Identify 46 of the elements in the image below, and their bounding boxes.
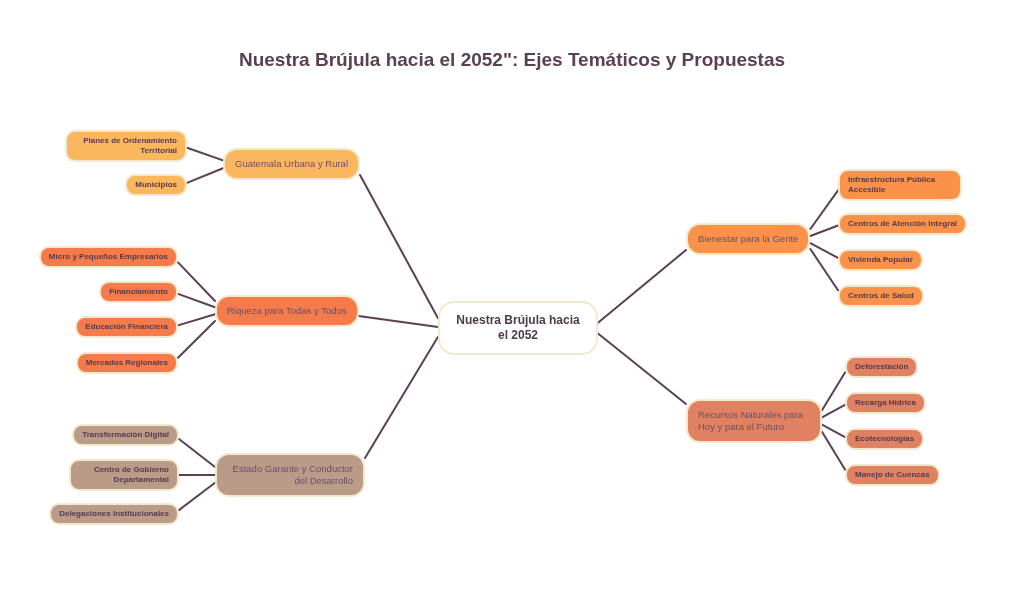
central-topic-node: Nuestra Brújula hacia el 2052 [438, 301, 598, 355]
proposal-node: Deforestación [845, 356, 919, 378]
connector-line [821, 423, 846, 439]
connector-line [359, 174, 439, 320]
connector-line [809, 248, 839, 292]
theme-node: Recursos Naturales para Hoy y para el Futuro [686, 399, 822, 443]
proposal-node: Mercados Regionales [75, 352, 178, 374]
theme-node: Bienestar para la Gente [686, 223, 811, 255]
proposal-node: Centro de Gobierno Departamental [69, 459, 179, 491]
connector-line [177, 320, 216, 359]
theme-node: Guatemala Urbana y Rural [223, 148, 360, 180]
connector-line [177, 313, 216, 327]
connector-line [186, 167, 224, 184]
theme-node: Riqueza para Todas y Todos [215, 295, 359, 327]
proposal-node: Transformación Digital [72, 424, 179, 446]
connector-line [597, 249, 687, 324]
proposal-node: Financiamiento [99, 281, 178, 303]
proposal-node: Manejo de Cuencas [845, 464, 940, 486]
connector-line [821, 371, 846, 412]
proposal-node: Centros de Atención Integral [838, 213, 968, 235]
proposal-node: Planes de Ordenamiento Territorial [65, 130, 187, 162]
proposal-node: Educación Financiera [75, 316, 178, 338]
connector-line [178, 438, 216, 468]
proposal-node: Ecotecnologías [845, 428, 925, 450]
connector-line [597, 332, 687, 405]
proposal-node: Micro y Pequeños Empresarios [38, 246, 178, 268]
connector-line [809, 224, 839, 237]
diagram-title: Nuestra Brújula hacia el 2052": Ejes Temáticos y Propuestas [238, 48, 786, 72]
connector-line [178, 481, 216, 512]
connector-line [821, 403, 846, 419]
proposal-node: Delegaciones Institucionales [49, 503, 179, 525]
connector-line [809, 242, 839, 259]
proposal-node: Centros de Salud [838, 285, 924, 307]
connector-line [186, 146, 224, 162]
proposal-node: Vivienda Popular [838, 249, 923, 271]
connector-line [177, 261, 216, 302]
proposal-node: Recarga Hídrica [845, 392, 926, 414]
connector-line [177, 292, 216, 309]
proposal-node: Infraestructura Pública Accesible [838, 169, 962, 201]
connector-line [178, 474, 216, 476]
proposal-node: Municipios [125, 174, 187, 196]
connector-line [364, 335, 439, 459]
connector-line [821, 430, 846, 471]
connector-line [357, 315, 439, 328]
theme-node: Estado Garante y Conductor del Desarrollo [215, 453, 365, 497]
connector-line [809, 189, 839, 230]
